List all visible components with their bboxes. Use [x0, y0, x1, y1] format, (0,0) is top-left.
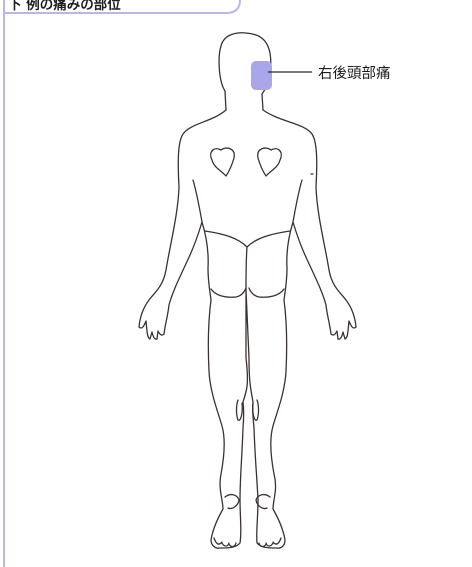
left-heel	[224, 493, 240, 510]
right-buttock-fold	[248, 287, 285, 298]
right-knee	[252, 399, 260, 421]
silhouette-outline	[138, 109, 357, 549]
left-knee	[235, 399, 243, 421]
waistline	[204, 230, 291, 248]
left-buttock-fold	[210, 287, 247, 298]
left-inner-arm	[192, 179, 203, 223]
callout-label: 右後頭部痛	[318, 65, 391, 82]
left-toes	[213, 537, 237, 548]
pain-highlight-right-occipital	[251, 61, 272, 90]
header-tab-border	[4, 0, 241, 14]
right-toes	[258, 537, 282, 548]
left-scapula	[210, 147, 235, 177]
right-scapula	[257, 147, 282, 177]
right-inner-arm	[292, 179, 303, 223]
gluteal-cleft	[245, 246, 248, 291]
body-outline	[138, 32, 357, 549]
neck-left	[224, 90, 227, 111]
header-title: 下 例の痛みの部位	[8, 0, 121, 13]
header-tab: 下 例の痛みの部位	[3, 0, 241, 567]
right-heel	[255, 493, 271, 510]
